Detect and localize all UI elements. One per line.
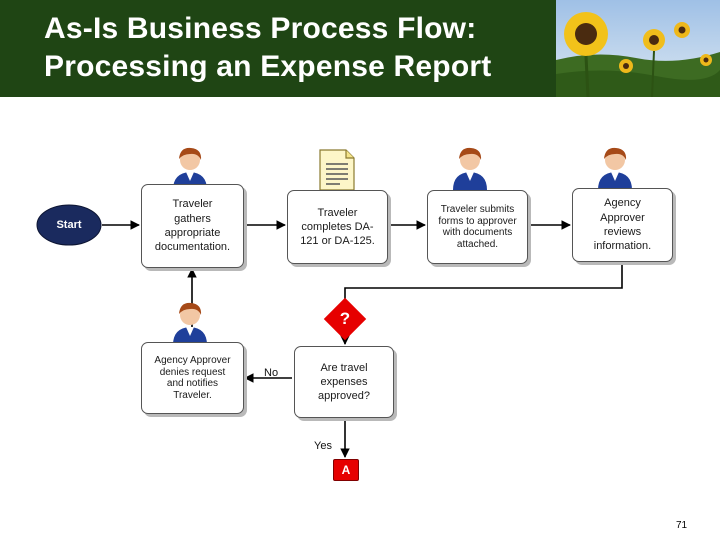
step-text: information. [593, 240, 652, 253]
step-text: Traveler submits [440, 204, 515, 215]
slide-title-line-2: Processing an Expense Report [44, 50, 492, 83]
start-terminal [36, 204, 102, 246]
approver-person-icon [173, 302, 207, 345]
step-text: attached. [456, 238, 499, 250]
step-text: approved? [318, 390, 370, 403]
label-yes: Yes [314, 440, 332, 452]
step-gather-documentation: Traveler gathers appropriate documentati… [141, 184, 244, 268]
step-text: Traveler [317, 206, 358, 219]
step-text: forms to approver [438, 215, 517, 227]
arrow-review-to-decision [340, 262, 623, 345]
decision-travel-approved: Are travel expenses approved? [294, 346, 394, 418]
step-text: documentation. [154, 241, 231, 254]
step-text: Agency Approver [154, 355, 231, 366]
document-icon [319, 149, 355, 191]
step-text: and notifies [166, 378, 219, 389]
step-text: gathers [174, 212, 211, 225]
start-label: Start [56, 219, 82, 231]
decision-question-mark: ? [339, 309, 351, 328]
step-text: Traveler. [173, 389, 212, 401]
slide-header: As-Is Business Process Flow: Processing … [0, 0, 720, 97]
step-deny-request: Agency Approver denies request and notif… [141, 342, 244, 414]
step-text: appropriate [164, 227, 221, 239]
step-text: reviews [603, 226, 642, 238]
page-number: 71 [676, 520, 688, 531]
step-submit-forms: Traveler submits forms to approver with … [427, 190, 528, 264]
step-text: Are travel [320, 361, 368, 374]
sunflower-photo [556, 0, 720, 97]
step-text: completes DA- [301, 220, 374, 233]
slide-title-line-1: As-Is Business Process Flow: [44, 12, 477, 45]
step-text: Agency [604, 197, 641, 210]
step-text: with documents [442, 227, 513, 238]
step-text: Approver [600, 211, 645, 224]
approver-person-icon [598, 147, 632, 190]
traveler-person-icon [453, 147, 487, 190]
step-text: 121 or DA-125. [300, 235, 375, 248]
step-text: expenses [320, 375, 368, 388]
step-review-information: Agency Approver reviews information. [572, 188, 673, 262]
label-no: No [264, 367, 279, 379]
offpage-connector-a: A [333, 459, 359, 481]
step-text: denies request [159, 366, 226, 378]
step-text: Traveler [172, 198, 213, 211]
step-complete-forms: Traveler completes DA- 121 or DA-125. [287, 190, 388, 264]
